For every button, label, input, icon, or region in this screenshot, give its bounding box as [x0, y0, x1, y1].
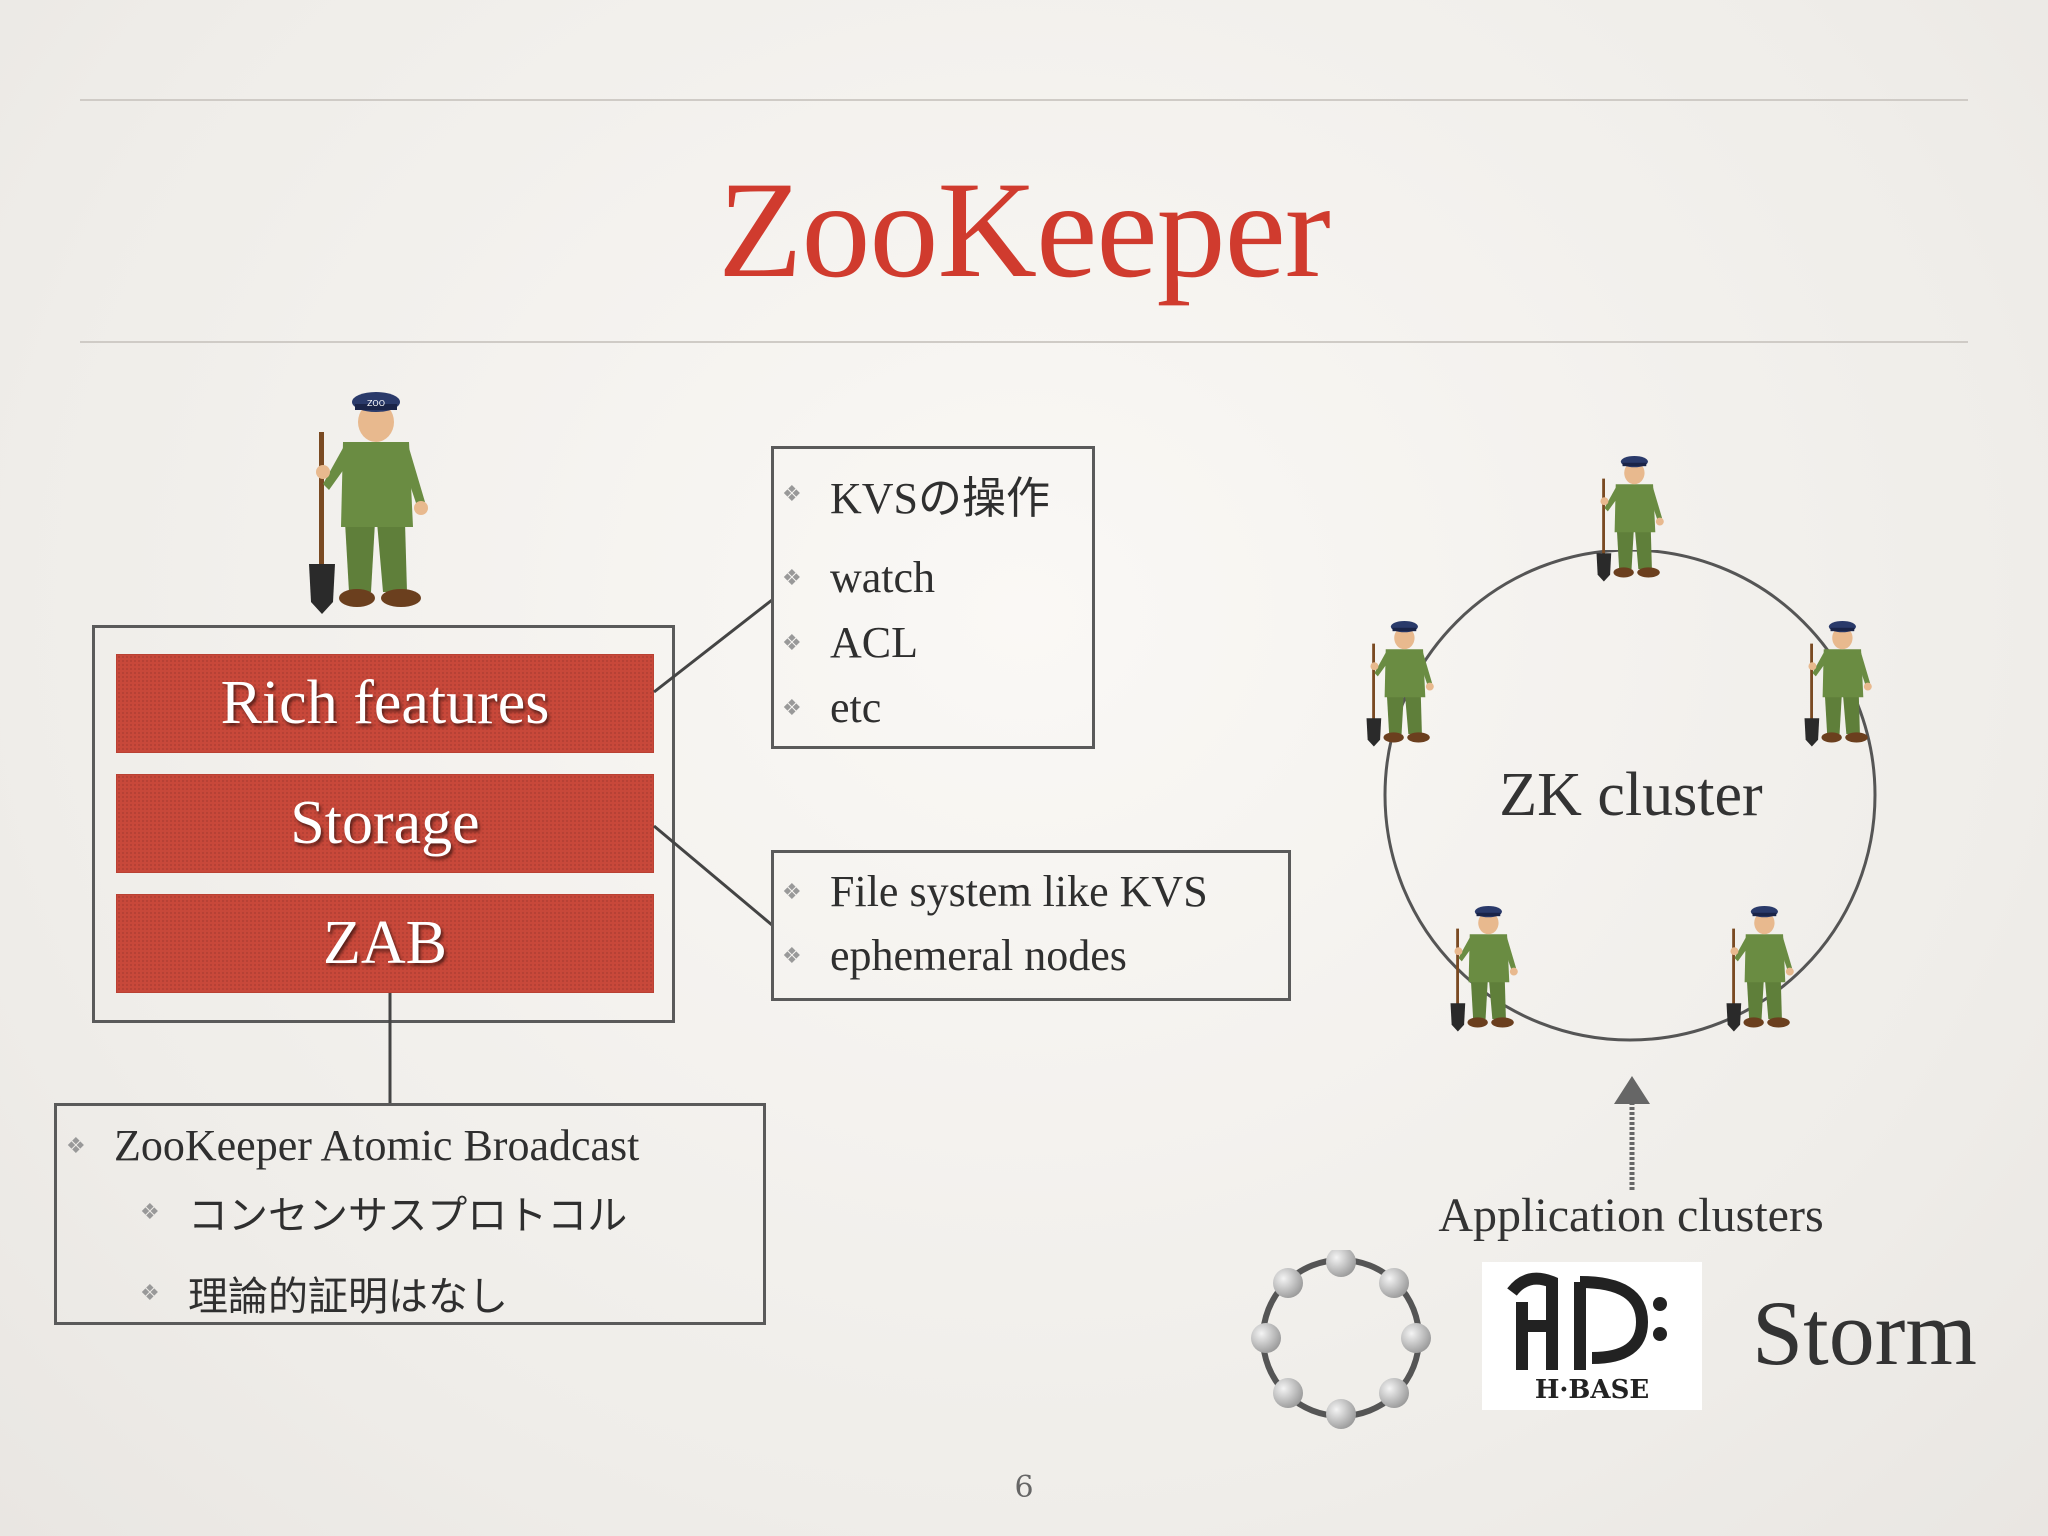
storage-box — [771, 850, 1291, 1001]
features-item: ❖ACL — [782, 618, 918, 667]
slide-title: ZooKeeper — [718, 153, 1331, 306]
zookeeper-mascot-icon — [1450, 906, 1518, 1032]
bullet-icon: ❖ — [140, 1199, 160, 1224]
zab-sub-item: ❖理論的証明はなし — [140, 1274, 508, 1319]
features-item: ❖KVSの操作 — [782, 474, 1051, 523]
title-rule — [80, 341, 1968, 343]
storage-item: ❖File system like KVS — [782, 867, 1208, 916]
bullet-icon: ❖ — [782, 942, 802, 968]
layer-stack-frame — [92, 625, 675, 1023]
features-box — [771, 446, 1095, 749]
bullet-icon: ❖ — [782, 481, 802, 506]
bullet-icon: ❖ — [66, 1132, 86, 1158]
page-number: 6 — [1014, 1470, 1034, 1505]
bullet-icon: ❖ — [782, 629, 802, 655]
zk-cluster-label: ZK cluster — [1499, 761, 1763, 829]
features-item: ❖watch — [782, 553, 936, 602]
zab-sub-item: ❖コンセンサスプロトコル — [140, 1193, 628, 1238]
layer-zab: ZAB — [116, 894, 654, 993]
zookeeper-mascot-icon — [1804, 621, 1872, 747]
cluster-ring-logo-icon — [1251, 1250, 1431, 1429]
layer-storage: Storage — [116, 774, 654, 873]
bullet-icon: ❖ — [782, 694, 802, 720]
zab-box — [54, 1103, 766, 1325]
top-rule — [80, 99, 1968, 101]
features-item: ❖etc — [782, 683, 882, 732]
hbase-logo-icon: H·BASE — [1482, 1262, 1702, 1410]
bullet-icon: ❖ — [140, 1280, 160, 1305]
storage-item: ❖ephemeral nodes — [782, 931, 1127, 980]
arrow-up-icon — [1614, 1076, 1650, 1190]
svg-text:ZOO: ZOO — [367, 399, 385, 408]
zookeeper-mascot-icon — [1726, 906, 1794, 1032]
storm-label: Storm — [1752, 1282, 1977, 1384]
application-clusters-label: Application clusters — [1438, 1189, 1824, 1242]
bullet-icon: ❖ — [782, 564, 802, 590]
svg-text:H·BASE: H·BASE — [1535, 1375, 1649, 1405]
zookeeper-mascot-icon — [1596, 456, 1664, 582]
zookeeper-mascot-icon: ZOO — [309, 392, 428, 614]
zab-main-item: ❖ZooKeeper Atomic Broadcast — [66, 1121, 640, 1170]
zookeeper-mascot-icon — [1366, 621, 1434, 747]
bullet-icon: ❖ — [782, 878, 802, 904]
zk-cluster-ring — [1383, 550, 1877, 1042]
layer-rich-features: Rich features — [116, 654, 654, 753]
